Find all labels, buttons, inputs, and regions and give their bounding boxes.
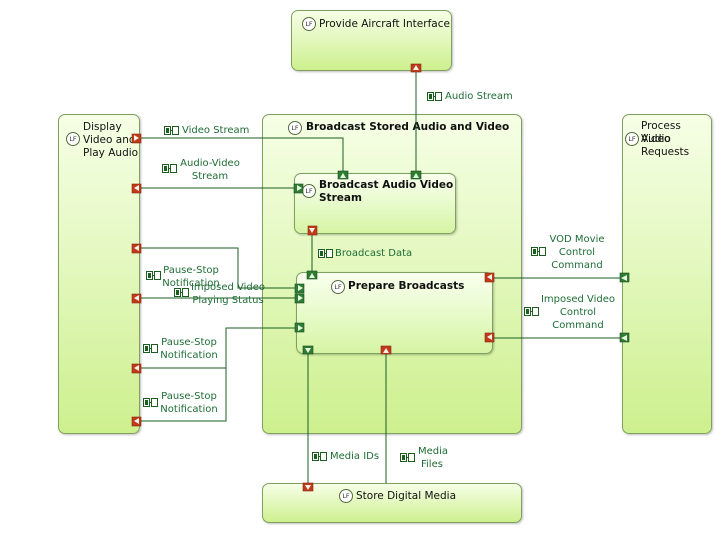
- flow-label-vod-line-1: VOD Movie: [549, 234, 605, 245]
- flow-label-pause-stop-1-line-2: Notification: [162, 278, 220, 289]
- node-title-line-1: Process Audio: [641, 120, 681, 145]
- logical-function-icon: LF: [302, 184, 316, 198]
- port-arrow: [305, 485, 311, 490]
- port-arrow: [298, 325, 303, 331]
- logical-function-icon: LF: [339, 489, 353, 503]
- flow-label-media-ids: Media IDs: [330, 451, 380, 462]
- node-title: Broadcast Stored Audio and Video: [306, 121, 510, 133]
- flow-label-media-files-line-2: Files: [421, 459, 443, 470]
- node-title-line-1: Broadcast Audio Video: [319, 179, 454, 191]
- flow-label-audio-stream: Audio Stream: [445, 91, 513, 102]
- port-arrow: [309, 273, 315, 278]
- flow-label-media-files-line-1: Media: [418, 446, 449, 457]
- node-display-video-play-audio[interactable]: LF Display Video and Play Audio: [58, 114, 140, 434]
- logical-function-icon: LF: [302, 17, 316, 31]
- flow-label-ivcc-line-1: Imposed Video: [540, 294, 616, 305]
- flow-label-av-stream-line-1: Audio-Video: [180, 158, 240, 169]
- logical-function-icon: LF: [66, 132, 80, 146]
- connector-video-stream: [140, 137, 344, 173]
- port-arrow: [134, 295, 139, 301]
- port-arrow: [298, 295, 303, 301]
- flow-item-icon: [427, 92, 442, 101]
- logical-function-icon: LF: [331, 280, 345, 294]
- port-arrow: [413, 65, 419, 70]
- node-process-audio-video-requests[interactable]: LF Process Audio Video Requests: [622, 114, 712, 434]
- node-title-line-3: Play Audio: [83, 147, 139, 159]
- flow-label-ivps-line-2: Playing Status: [192, 295, 264, 306]
- port-arrow: [383, 348, 389, 353]
- flow-label-ivcc-line-3: Command: [552, 320, 604, 331]
- flow-item-icon: [531, 247, 546, 256]
- port-arrow: [340, 173, 346, 178]
- flow-item-icon: [318, 249, 333, 258]
- flow-label-av-stream-line-2: Stream: [191, 171, 229, 182]
- flow-label-pause-stop-3-line-2: Notification: [160, 404, 218, 415]
- node-title-line-2: Stream: [319, 192, 362, 204]
- port-arrow: [309, 228, 315, 233]
- flow-item-icon: [146, 271, 161, 280]
- port-arrow: [134, 418, 139, 424]
- flow-item-icon: [162, 164, 177, 173]
- node-title: Prepare Broadcasts: [348, 280, 465, 292]
- flow-item-icon: [400, 453, 415, 462]
- port-arrow: [487, 274, 492, 280]
- flow-item-icon: [312, 452, 327, 461]
- flow-label-pause-stop-2-line-2: Notification: [160, 350, 218, 361]
- flow-label-broadcast-data: Broadcast Data: [335, 248, 413, 259]
- flow-item-icon: [143, 344, 158, 353]
- flow-label-video-stream: Video Stream: [182, 125, 250, 136]
- port-arrow: [134, 185, 139, 191]
- node-title-line-1: Display: [83, 121, 122, 133]
- flow-item-icon: [174, 288, 189, 297]
- connector-pause-stop-1: [140, 247, 296, 289]
- port-arrow: [134, 365, 139, 371]
- node-title-line-2: Video: [641, 133, 671, 145]
- node-title: Store Digital Media: [356, 490, 457, 502]
- flow-label-pause-stop-2-line-1: Pause-Stop: [161, 337, 217, 348]
- flow-label-pause-stop-3-line-1: Pause-Stop: [161, 391, 217, 402]
- port-arrow: [621, 275, 627, 281]
- port-arrow: [298, 285, 303, 291]
- port-arrow: [487, 334, 492, 340]
- node-provide-aircraft-interface[interactable]: LF Provide Aircraft Interface: [291, 10, 452, 71]
- flow-item-icon: [164, 126, 179, 135]
- port-arrow: [134, 245, 139, 251]
- flow-label-vod-line-2: Control: [558, 247, 596, 258]
- flow-label-vod-line-3: Command: [551, 260, 603, 271]
- port-arrow: [305, 348, 311, 353]
- node-title-line-3: Requests: [641, 146, 690, 158]
- port-arrow: [134, 135, 139, 141]
- logical-function-icon: LF: [625, 132, 639, 146]
- flow-label-ivcc-line-2: Control: [559, 307, 597, 318]
- port-arrow: [297, 185, 302, 191]
- flow-item-icon: [524, 307, 539, 316]
- flow-label-ivps-line-1: Imposed Video: [190, 282, 266, 293]
- connector-pause-stop-3: [140, 368, 227, 422]
- node-broadcast-audio-video-stream[interactable]: LF Broadcast Audio Video Stream: [294, 173, 456, 234]
- logical-function-icon: LF: [288, 121, 302, 135]
- port-arrow: [413, 173, 419, 178]
- node-title: Provide Aircraft Interface: [319, 18, 450, 30]
- port-arrow: [621, 335, 627, 341]
- flow-label-pause-stop-1-line-1: Pause-Stop: [163, 265, 219, 276]
- connector-pause-stop-2: [140, 327, 296, 369]
- flow-item-icon: [143, 398, 158, 407]
- node-title-line-2: Video and: [83, 134, 136, 146]
- node-prepare-broadcasts[interactable]: LF Prepare Broadcasts: [296, 272, 493, 354]
